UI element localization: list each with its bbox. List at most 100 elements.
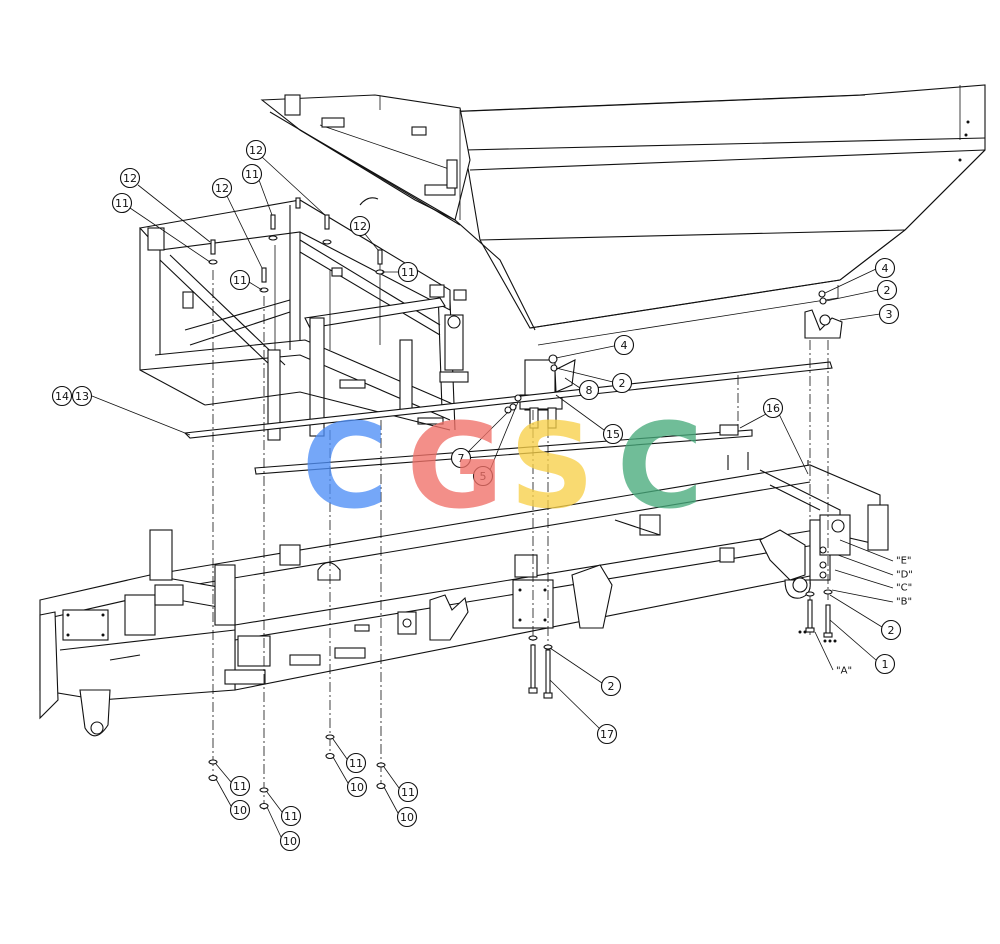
reference-label-ref-a: "A" xyxy=(836,666,852,677)
callout-balloon xyxy=(874,257,896,279)
callout-number: 12 xyxy=(353,220,367,233)
watermark-letter: C xyxy=(617,397,704,535)
callout-number: 12 xyxy=(215,182,229,195)
callout-c-10c: 10 xyxy=(346,776,368,798)
callout-balloon xyxy=(600,675,622,697)
callout-balloon xyxy=(346,776,368,798)
callout-number: 2 xyxy=(884,284,891,297)
callout-balloon xyxy=(578,379,600,401)
callout-c-12d: 12 xyxy=(349,215,371,237)
callout-c-11e: 11 xyxy=(229,775,251,797)
callout-balloon xyxy=(450,447,472,469)
callout-number: 2 xyxy=(608,680,615,693)
callout-c-12b: 12 xyxy=(211,177,233,199)
callout-c-7: 7 xyxy=(450,447,472,469)
reference-label-ref-b: "B" xyxy=(896,597,912,608)
spinner-assembly xyxy=(439,314,576,429)
callout-balloon xyxy=(762,397,784,419)
callout-c-10b: 10 xyxy=(279,830,301,852)
callout-c-8: 8 xyxy=(578,379,600,401)
watermark-letter: C xyxy=(302,397,389,535)
callout-number: 12 xyxy=(249,144,263,157)
callout-number: 17 xyxy=(600,728,614,741)
callout-number: 11 xyxy=(233,274,247,287)
callout-balloon xyxy=(71,385,93,407)
callout-c-11d: 11 xyxy=(229,269,251,291)
callout-balloon xyxy=(397,261,419,283)
callout-balloon xyxy=(229,799,251,821)
callout-number: 14 xyxy=(55,390,69,403)
callout-c-13: 13 xyxy=(71,385,93,407)
callout-c-11f: 11 xyxy=(280,805,302,827)
callout-c-10d: 10 xyxy=(396,806,418,828)
fasteners xyxy=(208,197,837,810)
callout-balloon xyxy=(241,163,263,185)
reference-labels: "E" "D" "C" "B" "A" xyxy=(836,556,913,677)
reference-label-ref-d: "D" xyxy=(896,570,913,581)
callout-c-2a: 2 xyxy=(876,279,898,301)
reference-label-ref-c: "C" xyxy=(896,583,912,594)
callout-number: 10 xyxy=(350,781,364,794)
lift-plates xyxy=(183,361,833,475)
callout-number: 12 xyxy=(123,172,137,185)
callout-c-16: 16 xyxy=(762,397,784,419)
callout-number: 11 xyxy=(245,168,259,181)
callout-number: 11 xyxy=(401,786,415,799)
callout-balloon xyxy=(396,806,418,828)
callout-balloon xyxy=(611,372,633,394)
callout-number: 11 xyxy=(115,197,129,210)
callout-c-4a: 4 xyxy=(874,257,896,279)
callout-number: 11 xyxy=(233,780,247,793)
callout-c-14: 14 xyxy=(51,385,73,407)
callout-number: 5 xyxy=(480,470,487,483)
callout-c-12c: 12 xyxy=(245,139,267,161)
callout-number: 2 xyxy=(888,624,895,637)
callout-balloon xyxy=(229,775,251,797)
callout-balloon xyxy=(119,167,141,189)
callout-balloon xyxy=(880,619,902,641)
reference-label-ref-e: "E" xyxy=(896,556,912,567)
callout-number: 4 xyxy=(621,339,628,352)
callout-balloon xyxy=(279,830,301,852)
callout-number: 10 xyxy=(283,835,297,848)
callout-c-4b: 4 xyxy=(613,334,635,356)
callout-number: 1 xyxy=(882,658,889,671)
hopper-body xyxy=(260,84,986,346)
callout-balloon xyxy=(211,177,233,199)
callout-c-2c: 2 xyxy=(880,619,902,641)
callout-balloon xyxy=(397,781,419,803)
callout-balloon xyxy=(111,192,133,214)
callout-balloon xyxy=(280,805,302,827)
watermark-letter: G xyxy=(407,397,504,535)
callout-c-10a: 10 xyxy=(229,799,251,821)
callout-c-2d: 2 xyxy=(600,675,622,697)
callout-balloon xyxy=(874,653,896,675)
mount-bracket xyxy=(719,290,843,483)
callout-balloon xyxy=(472,465,494,487)
callout-c-11c: 11 xyxy=(397,261,419,283)
callout-c-1: 1 xyxy=(874,653,896,675)
truck-chassis xyxy=(39,464,889,737)
callout-number: 13 xyxy=(75,390,89,403)
callout-c-12a: 12 xyxy=(119,167,141,189)
callout-balloon xyxy=(51,385,73,407)
callout-number: 16 xyxy=(766,402,780,415)
callout-c-11g: 11 xyxy=(345,752,367,774)
callout-balloon xyxy=(245,139,267,161)
callout-c-11a: 11 xyxy=(111,192,133,214)
callout-number: 8 xyxy=(586,384,593,397)
callout-number: 10 xyxy=(233,804,247,817)
callout-number: 4 xyxy=(882,262,889,275)
callout-balloon xyxy=(613,334,635,356)
callout-c-5: 5 xyxy=(472,465,494,487)
callout-balloon xyxy=(596,723,618,745)
callout-balloon xyxy=(878,303,900,325)
callout-c-11b: 11 xyxy=(241,163,263,185)
callout-c-3: 3 xyxy=(878,303,900,325)
callout-balloon xyxy=(345,752,367,774)
callout-number: 7 xyxy=(458,452,465,465)
watermark-letter: S xyxy=(510,397,595,535)
